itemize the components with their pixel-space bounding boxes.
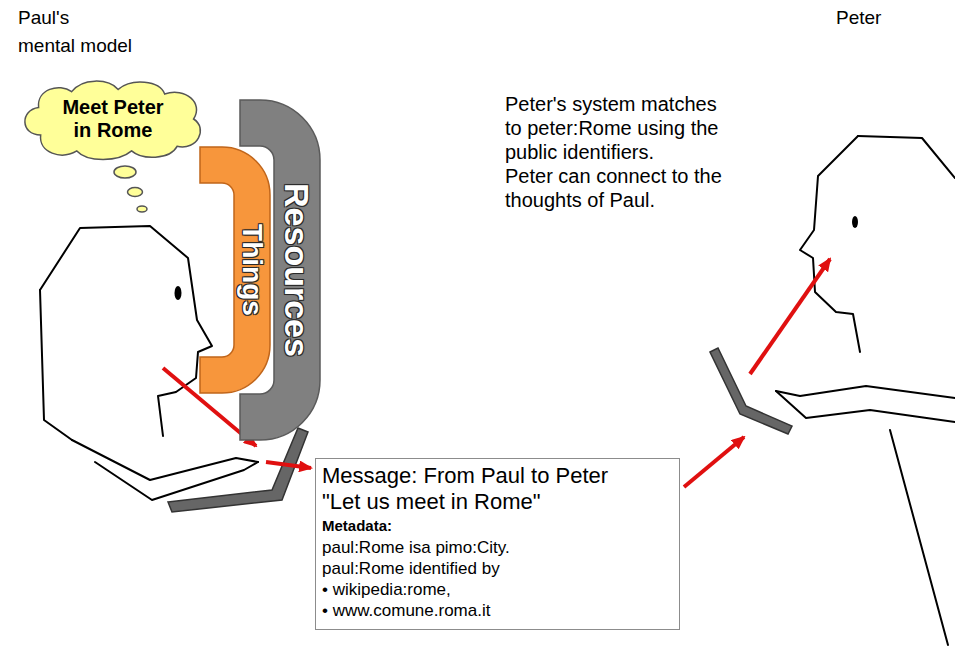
metadata-line: paul:Rome isa pimo:City. [322, 537, 510, 558]
person-name: Peter [836, 4, 881, 32]
eye [175, 286, 182, 300]
note-text: Peter's system matches to peter:Rome usi… [505, 92, 733, 164]
thought-dot [137, 206, 147, 212]
thought-dot [114, 166, 136, 178]
laptop [710, 348, 792, 434]
red-arrow [750, 259, 830, 374]
label-box: Peter [836, 4, 881, 32]
metadata-line: paul:Rome identified by [322, 558, 500, 579]
message-box: Message: From Paul to Peter"Let us meet … [315, 458, 680, 630]
red-arrow [684, 437, 744, 487]
thought-text: Meet Peter in Rome [57, 96, 169, 142]
message-text: "Let us meet in Rome" [322, 489, 541, 515]
things-band: Things [200, 147, 272, 393]
metadata-line: • wikipedia:rome, [322, 579, 451, 600]
band-label: Things [238, 224, 266, 316]
head-outline [858, 136, 955, 178]
metadata-line: • www.comune.roma.it [322, 600, 490, 621]
message-header: Message: From Paul to Peter [322, 463, 608, 489]
thought-dots [114, 166, 147, 212]
label-box: Peter can connect to the thoughts of Pau… [505, 164, 733, 212]
arm-line [776, 386, 955, 398]
thought-dot [128, 188, 143, 197]
metadata-heading: Metadata: [322, 515, 392, 537]
body-line [890, 430, 948, 645]
peter-figure [776, 136, 955, 645]
figure-caption: Paul's mental model [18, 4, 144, 60]
note-text: Peter can connect to the thoughts of Pau… [505, 164, 733, 212]
red-arrow [266, 462, 311, 468]
back-line [40, 290, 72, 440]
band-label: Resources [280, 183, 314, 357]
label-box: Peter's system matches to peter:Rome usi… [505, 92, 733, 164]
band-outline [200, 147, 270, 393]
eye [852, 216, 858, 228]
laptop [168, 428, 308, 512]
thought-cloud: Meet Peter in Rome [20, 78, 206, 160]
head-outline [800, 136, 860, 352]
label-box: Paul's mental model [18, 4, 144, 60]
arm-line [776, 391, 955, 422]
head-outline [40, 226, 212, 436]
cloud-outline [25, 81, 200, 159]
